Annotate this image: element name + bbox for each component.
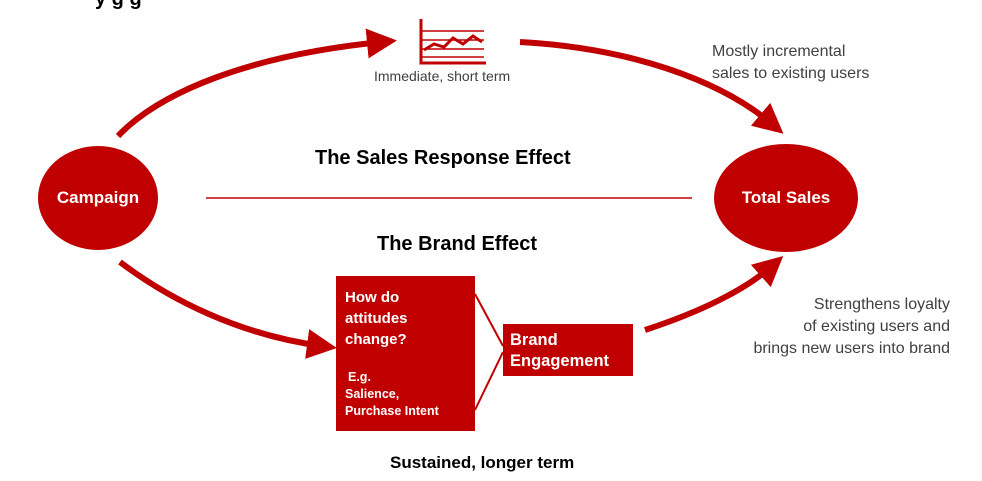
brand-effect-note-line-3: brings new users into brand	[753, 340, 950, 357]
brand-effect-heading: The Brand Effect	[377, 233, 538, 255]
attitudes-examples: E.g. Salience, Purchase Intent	[345, 369, 439, 420]
connector-top	[474, 293, 504, 347]
brand-effect-note: Strengthens loyalty of existing users an…	[716, 294, 950, 360]
total-sales-node	[714, 144, 858, 252]
brand-effect-note-line-2: of existing users and	[803, 318, 950, 335]
sales-response-note-line-2: sales to existing users	[712, 65, 870, 82]
connector-bottom	[474, 351, 504, 411]
campaign-label: Campaign	[56, 188, 140, 207]
attitudes-example-line-3: Purchase Intent	[345, 404, 439, 418]
arrow-campaign-to-attitudes	[118, 259, 337, 359]
sales-response-note: Mostly incremental sales to existing use…	[712, 41, 869, 85]
brand-effect-footer: Sustained, longer term	[390, 453, 575, 472]
attitudes-question-line-1: How do	[345, 289, 400, 306]
arrow-sales-icon-to-total-sales	[519, 39, 784, 134]
arrow-engagement-to-total-sales	[644, 256, 784, 333]
total-sales-label: Total Sales	[741, 188, 831, 207]
brand-engagement-line-1: Brand	[510, 331, 558, 349]
brand-engagement-line-2: Engagement	[510, 352, 610, 370]
sales-icon-caption: Immediate, short term	[374, 68, 511, 84]
attitudes-example-line-2: Salience,	[345, 387, 400, 401]
attitudes-example-line-1: E.g.	[348, 370, 371, 384]
line-chart-icon	[419, 19, 486, 65]
sales-response-note-line-1: Mostly incremental	[712, 43, 846, 60]
arrow-campaign-to-sales-icon	[115, 28, 397, 139]
attitudes-question-line-2: attitudes	[345, 310, 408, 327]
sales-response-heading: The Sales Response Effect	[315, 147, 571, 169]
brand-effect-note-line-1: Strengthens loyalty	[813, 296, 950, 313]
attitudes-box: How do attitudes change? E.g. Salience, …	[336, 276, 475, 431]
attitudes-question-line-3: change?	[345, 331, 407, 348]
campaign-node	[38, 146, 158, 250]
attitudes-question: How do attitudes change?	[345, 287, 408, 350]
header-fragment: y g g	[95, 0, 142, 11]
brand-engagement-box: Brand Engagement	[503, 324, 633, 376]
brand-engagement-label: Brand Engagement	[510, 330, 609, 372]
